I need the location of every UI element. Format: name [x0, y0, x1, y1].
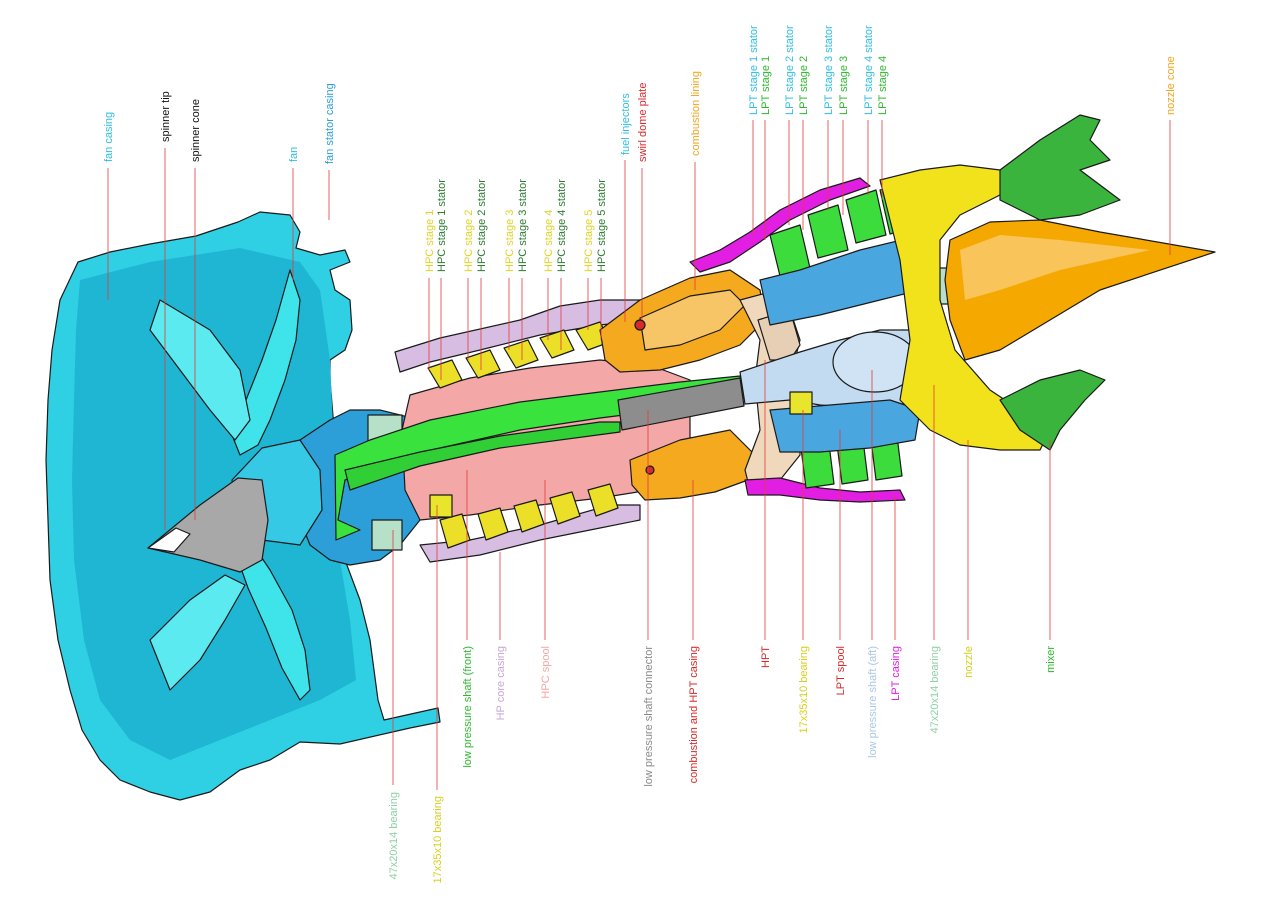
mixer-shape-lower [999, 369, 1106, 451]
label-hp-core-casing: HP core casing [495, 646, 507, 720]
hp-core-casing-lower [419, 504, 641, 563]
mixer-shape-upper [999, 114, 1121, 221]
front-bearing-block-lower [371, 519, 403, 551]
label-lp-shaft-aft: low pressure shaft (aft) [867, 646, 879, 758]
label-hpc-stage-2-stator: HPC stage 2 stator [476, 179, 488, 272]
nozzle-cone-highlight [960, 235, 1150, 300]
label-nozzle: nozzle [963, 646, 975, 678]
label-lpt-casing: LPT casing [890, 646, 902, 701]
label-lpt-spool: LPT spool [835, 646, 847, 695]
label-lp-shaft-front: low pressure shaft (front) [462, 646, 474, 768]
label-lpt-stage-1: LPT stage 1 [760, 56, 772, 115]
label-hpt: HPT [760, 646, 772, 668]
fan-blade-lower [237, 539, 311, 701]
label-bearing-17-aft: 17x35x10 bearing [798, 646, 810, 733]
lpt-casing-upper [689, 177, 871, 273]
label-hpc-stage-3-stator: HPC stage 3 stator [517, 179, 529, 272]
label-hpc-stage-4: HPC stage 4 [543, 210, 555, 272]
label-nozzle-cone: nozzle cone [1165, 56, 1177, 115]
label-fan-stator-casing: fan stator casing [324, 83, 336, 164]
swirl-dome-plate-lower [645, 465, 655, 475]
label-fan-casing: fan casing [103, 112, 115, 162]
label-hpc-stage-4-stator: HPC stage 4 stator [556, 179, 568, 272]
combustion-lower-shape [629, 429, 753, 501]
label-hpc-stage-3: HPC stage 3 [504, 210, 516, 272]
label-swirl-dome-plate: swirl dome plate [637, 83, 649, 162]
spinner-tip-shape [147, 527, 191, 553]
label-hpc-stage-1: HPC stage 1 [424, 210, 436, 272]
label-fan: fan [288, 147, 300, 162]
label-lpt-stage-3: LPT stage 3 [838, 56, 850, 115]
label-fuel-injectors: fuel injectors [620, 93, 632, 155]
swirl-dome-plate-shape [634, 319, 646, 331]
label-hpc-stage-1-stator: HPC stage 1 stator [436, 179, 448, 272]
label-hpc-stage-5: HPC stage 5 [583, 210, 595, 272]
engine-cutaway [45, 114, 1216, 801]
label-spinner-tip: spinner tip [160, 91, 172, 142]
lp-shaft-connector-shape [617, 377, 745, 431]
spinner-cone-shape [147, 477, 269, 573]
label-spinner-cone: spinner cone [190, 99, 202, 162]
label-lpt-stage-4: LPT stage 4 [877, 56, 889, 115]
leader-lines [107, 120, 1171, 790]
combustion-lining-upper [639, 289, 746, 351]
bearing-17-front-block [429, 494, 453, 518]
label-bearing-47-aft: 47x20x14 bearing [929, 646, 941, 733]
label-combustion-lining: combustion lining [690, 71, 702, 156]
bearing-17-aft-block [789, 391, 813, 415]
label-lp-shaft-connector: low pressure shaft connector [643, 646, 655, 787]
labels-bottom: 47x20x14 bearing 17x35x10 bearing low pr… [388, 646, 1057, 884]
label-hpc-stage-2: HPC stage 2 [463, 210, 475, 272]
label-combustion-hpt-casing: combustion and HPT casing [688, 646, 700, 783]
label-bearing-17-front: 17x35x10 bearing [432, 796, 444, 883]
label-bearing-47-front: 47x20x14 bearing [388, 792, 400, 879]
fan-blade-low2 [149, 574, 246, 691]
hpc-stages-lower [439, 483, 619, 549]
fan-blade-mid [149, 299, 251, 441]
label-hpc-stage-5-stator: HPC stage 5 stator [596, 179, 608, 272]
label-lpt-stage-1-stator: LPT stage 1 stator [748, 25, 760, 115]
hpc-stages-upper [427, 321, 611, 389]
lp-shaft-front-core [344, 421, 621, 491]
label-hpc-spool: HPC spool [540, 646, 552, 699]
label-lpt-stage-4-stator: LPT stage 4 stator [863, 25, 875, 115]
label-lpt-stage-3-stator: LPT stage 3 stator [823, 25, 835, 115]
labels-top: fan casing spinner tip spinner cone fan … [103, 25, 1177, 272]
label-lpt-stage-2-stator: LPT stage 2 stator [784, 25, 796, 115]
label-mixer: mixer [1045, 646, 1057, 673]
label-lpt-stage-2: LPT stage 2 [798, 56, 810, 115]
